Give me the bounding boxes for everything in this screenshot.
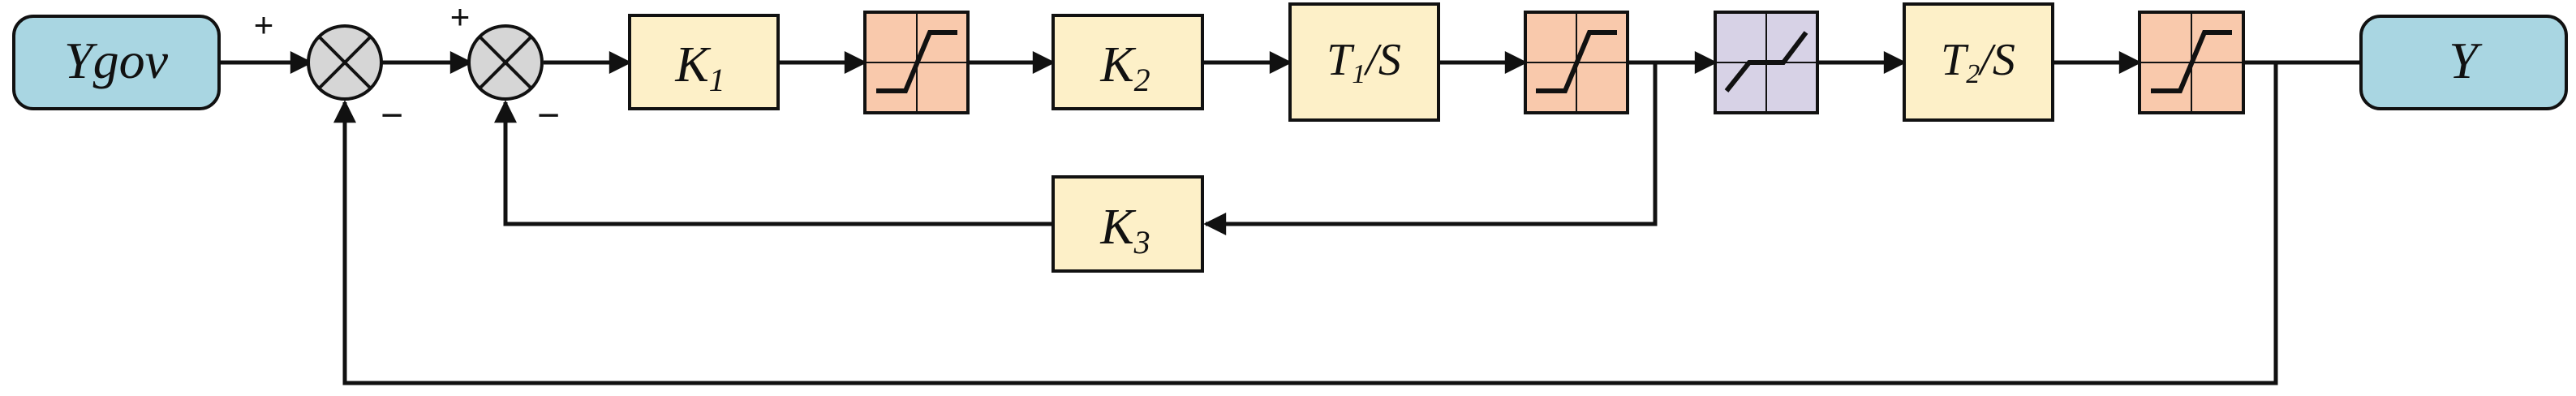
integrator-block-2: T2/S	[1903, 2, 2054, 122]
sum1-plus-sign: +	[254, 6, 274, 44]
sum-junction-1: + −	[254, 6, 403, 137]
gain-block-k3: K3	[1051, 175, 1204, 273]
int2-label: T2/S	[1941, 35, 2015, 89]
k1-label: K1	[674, 37, 725, 98]
saturation-icon	[1536, 30, 1617, 93]
gain-block-k2: K2	[1051, 14, 1204, 110]
output-block: Y	[2359, 15, 2568, 110]
limiter-block-1	[863, 11, 970, 114]
gain-block-k1: K1	[628, 14, 780, 110]
limiter-block-2	[1524, 11, 1629, 114]
sum-junction-2: + −	[450, 0, 560, 137]
input-block: Ygov	[12, 15, 221, 110]
signal-lines	[219, 51, 2361, 385]
input-label: Ygov	[64, 32, 169, 89]
wire-k3-to-sum2	[494, 100, 1053, 226]
deadband-icon	[1724, 31, 1808, 93]
wire-outer-feedback-to-sum1	[333, 62, 2278, 385]
saturation-icon	[2151, 30, 2232, 93]
saturation-icon	[876, 30, 957, 93]
limiter-block-3	[2138, 11, 2245, 114]
deadband-block	[1714, 11, 1819, 114]
sum2-plus-sign: +	[450, 0, 471, 36]
sum2-minus-sign: −	[537, 94, 560, 137]
sum1-minus-sign: −	[381, 94, 403, 137]
integrator-block-1: T1/S	[1288, 2, 1440, 122]
wire-inner-feedback-to-k3	[1203, 62, 1658, 235]
k3-label: K3	[1099, 200, 1150, 260]
output-label: Y	[2449, 32, 2483, 89]
int1-label: T1/S	[1327, 35, 1401, 89]
k2-label: K2	[1099, 37, 1150, 98]
